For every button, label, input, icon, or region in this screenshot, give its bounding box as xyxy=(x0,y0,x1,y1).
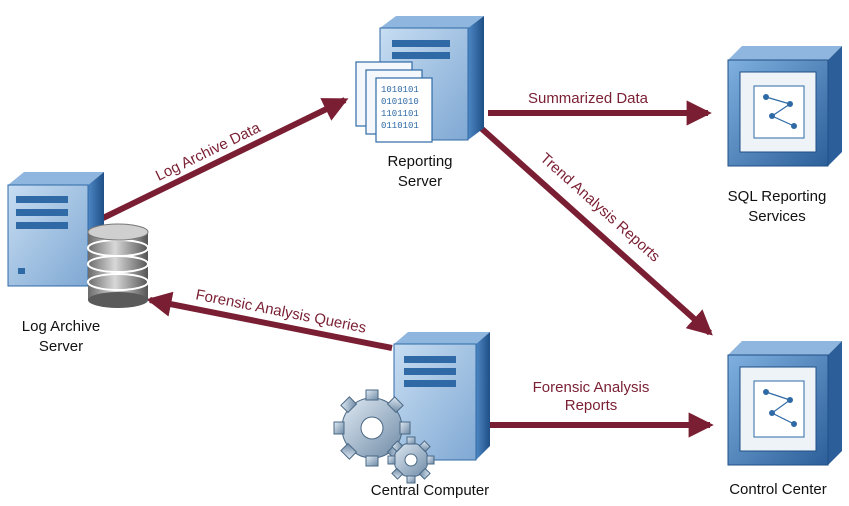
log-archive-server-node: Log Archive Server xyxy=(7,172,149,355)
gears-icon xyxy=(333,389,435,484)
control-center-node: Control Center xyxy=(727,341,842,498)
monitor-icon xyxy=(727,341,842,466)
edge-label-trend-analysis: Trend Analysis Reports xyxy=(537,150,664,266)
svg-text:1101101: 1101101 xyxy=(381,109,419,119)
server-tower-icon xyxy=(7,172,104,287)
central-computer-node: Central Computer xyxy=(333,332,490,499)
log-archive-label-line2: Server xyxy=(39,338,83,355)
svg-text:1010101: 1010101 xyxy=(381,85,419,95)
svg-text:0101010: 0101010 xyxy=(381,97,419,107)
sql-reporting-label-line1: SQL Reporting xyxy=(728,188,827,205)
edge-label-log-archive-data: Log Archive Data xyxy=(153,119,264,185)
control-center-label: Control Center xyxy=(729,481,827,498)
central-computer-label: Central Computer xyxy=(371,482,489,499)
svg-text:0110101: 0110101 xyxy=(381,121,419,131)
log-archive-label-line1: Log Archive xyxy=(22,318,100,335)
database-icon xyxy=(87,223,149,308)
edge-label-forensic-reports-line1: Forensic Analysis xyxy=(533,379,650,396)
edge-label-forensic-reports-line2: Reports xyxy=(565,397,618,414)
reporting-label-line2: Server xyxy=(398,173,442,190)
reporting-label-line1: Reporting xyxy=(387,153,452,170)
server-tower-icon xyxy=(393,332,490,461)
sql-reporting-node: SQL Reporting Services xyxy=(727,46,842,225)
sql-reporting-label-line2: Services xyxy=(748,208,806,225)
reporting-server-node: 1010101 0101010 1101101 0110101 Reportin… xyxy=(355,16,484,190)
arrow-trend-analysis xyxy=(469,117,713,336)
edge-label-summarized-data: Summarized Data xyxy=(528,90,649,107)
binary-data-sheets-icon: 1010101 0101010 1101101 0110101 xyxy=(355,61,433,143)
monitor-icon xyxy=(727,46,842,167)
arrow-forensic-queries xyxy=(146,291,393,351)
arrow-log-archive-data xyxy=(101,97,349,221)
